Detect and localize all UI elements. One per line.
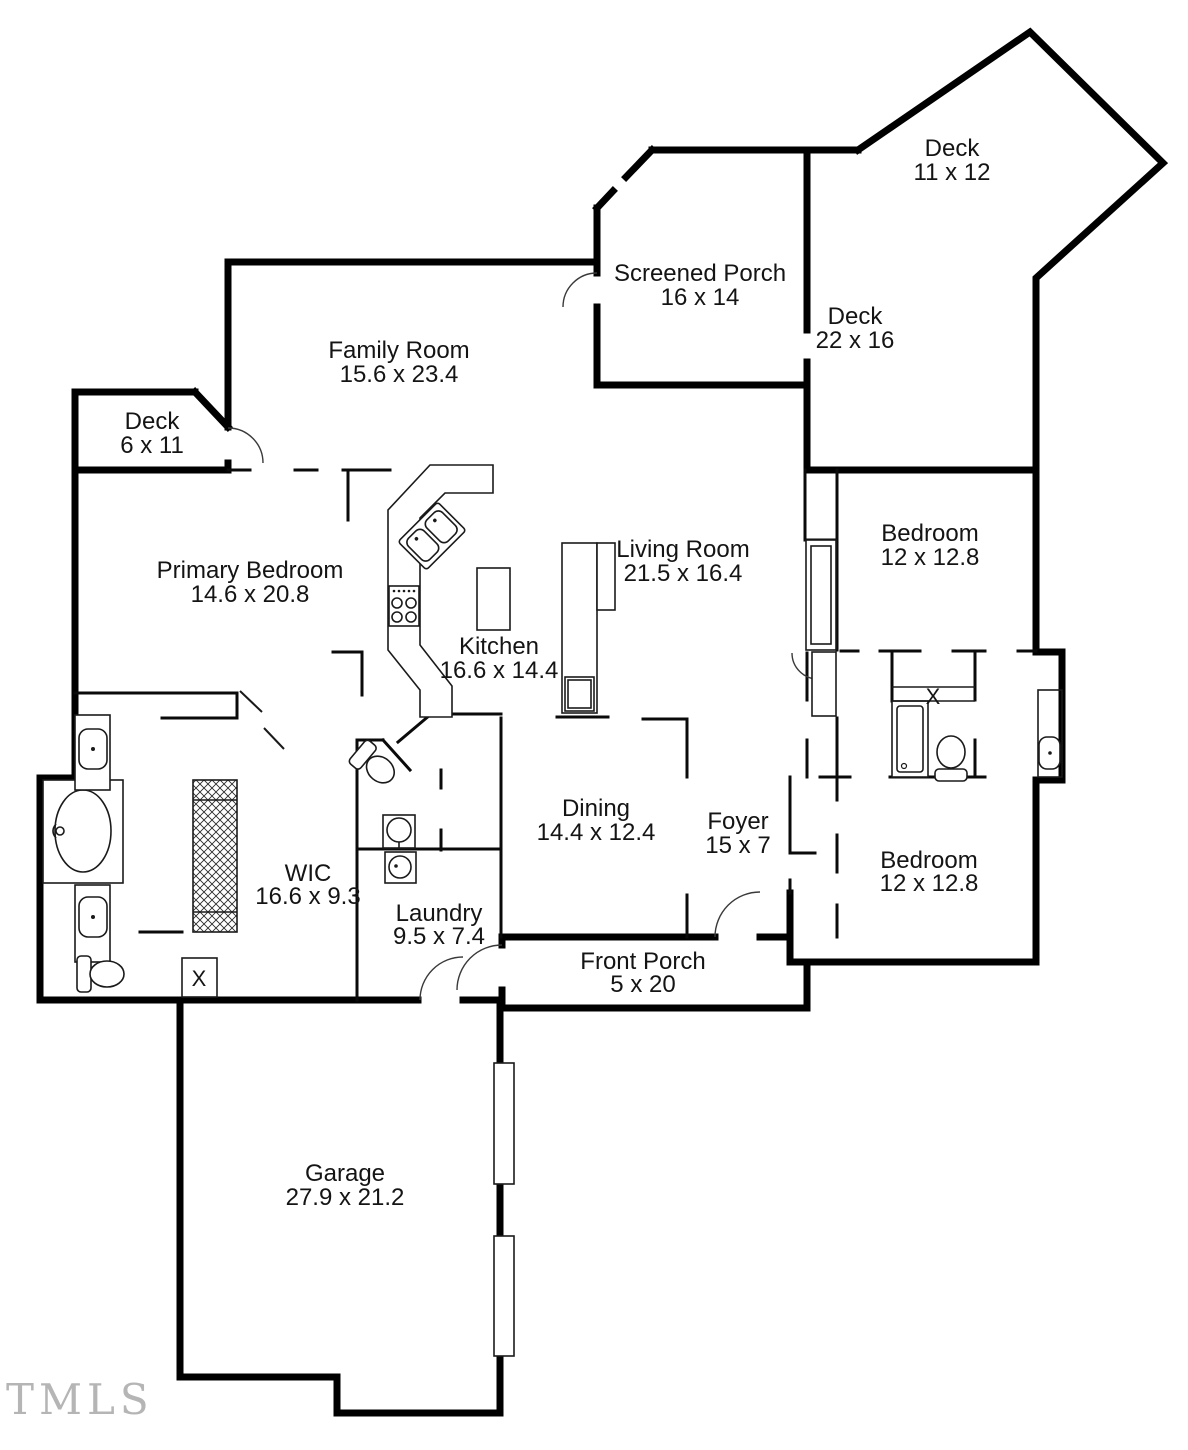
toilet-icon <box>934 735 968 782</box>
pedestal-sink-icon <box>382 814 416 849</box>
room-dims-garage: 27.9 x 21.2 <box>286 1184 405 1211</box>
bathtub-icon <box>42 779 124 884</box>
shower-hatched-icon <box>192 779 238 933</box>
room-dims-primary-bedroom: 14.6 x 20.8 <box>191 581 310 608</box>
vanity-sink-icon <box>74 714 111 791</box>
room-dims-wic: 16.6 x 9.3 <box>255 883 360 910</box>
toilet-icon <box>76 955 125 993</box>
door-arcs <box>227 272 819 1001</box>
stove-icon <box>388 585 420 627</box>
vanity-sink-icon <box>74 884 111 963</box>
room-label-dining: Dining <box>562 795 630 822</box>
garage-entry-door-arc <box>419 956 464 1001</box>
room-dims-deck-left: 6 x 11 <box>120 432 184 459</box>
shower-icon <box>891 700 929 778</box>
room-dims-deck-right: 22 x 16 <box>816 327 895 354</box>
kitchen-sink-icon <box>398 502 466 570</box>
room-labels: Deck 11 x 12 Screened Porch 16 x 14 Deck… <box>120 135 990 1211</box>
screened-porch-door-arc <box>562 272 598 308</box>
fireplace-builtin-icon <box>561 542 616 714</box>
deck-door-arc <box>227 427 264 464</box>
room-dims-laundry: 9.5 x 7.4 <box>393 923 485 950</box>
room-label-bedroom-bottom: Bedroom <box>880 847 977 874</box>
room-dims-screened-porch: 16 x 14 <box>661 284 740 311</box>
toilet-icon <box>348 739 396 784</box>
room-label-living-room: Living Room <box>616 536 749 563</box>
laundry-door-arc <box>456 944 503 991</box>
room-label-laundry: Laundry <box>396 900 483 927</box>
closet-rects <box>805 539 837 717</box>
kitchen-island <box>476 567 511 631</box>
room-dims-foyer: 15 x 7 <box>705 832 770 859</box>
closet-x-marker: X <box>192 966 207 991</box>
closet-x-box <box>181 957 218 998</box>
exterior-walls <box>36 27 1169 1417</box>
vanity-sink-icon <box>1037 689 1063 778</box>
room-dims-bedroom-bottom: 12 x 12.8 <box>880 870 979 897</box>
room-label-front-porch: Front Porch <box>580 948 705 975</box>
closet-x-marker: X <box>926 684 941 709</box>
room-label-family-room: Family Room <box>328 337 469 364</box>
room-label-deck-left: Deck <box>125 408 181 435</box>
room-dims-deck-top: 11 x 12 <box>914 159 991 186</box>
primary-door-slash <box>239 690 285 750</box>
room-label-deck-right: Deck <box>828 303 884 330</box>
garage-door <box>493 1062 515 1185</box>
room-label-kitchen: Kitchen <box>459 633 539 660</box>
room-label-bedroom-top: Bedroom <box>881 520 978 547</box>
room-label-deck-top: Deck <box>925 135 981 162</box>
garage-door <box>493 1235 515 1357</box>
room-dims-dining: 14.4 x 12.4 <box>537 819 656 846</box>
fixtures <box>42 464 1063 1357</box>
room-label-foyer: Foyer <box>707 808 768 835</box>
linen-closet-strip <box>892 686 975 702</box>
room-dims-living-room: 21.5 x 16.4 <box>624 560 743 587</box>
room-dims-kitchen: 16.6 x 14.4 <box>440 657 559 684</box>
room-dims-front-porch: 5 x 20 <box>610 971 675 998</box>
room-label-garage: Garage <box>305 1160 385 1187</box>
room-label-primary-bedroom: Primary Bedroom <box>157 557 344 584</box>
room-label-wic: WIC <box>285 860 332 887</box>
room-dims-bedroom-top: 12 x 12.8 <box>881 544 980 571</box>
front-door-arc <box>714 891 761 938</box>
laundry-sink-icon <box>384 851 417 884</box>
room-dims-family-room: 15.6 x 23.4 <box>340 361 459 388</box>
tmls-watermark: TMLS <box>6 1375 154 1424</box>
room-label-screened-porch: Screened Porch <box>614 260 786 287</box>
